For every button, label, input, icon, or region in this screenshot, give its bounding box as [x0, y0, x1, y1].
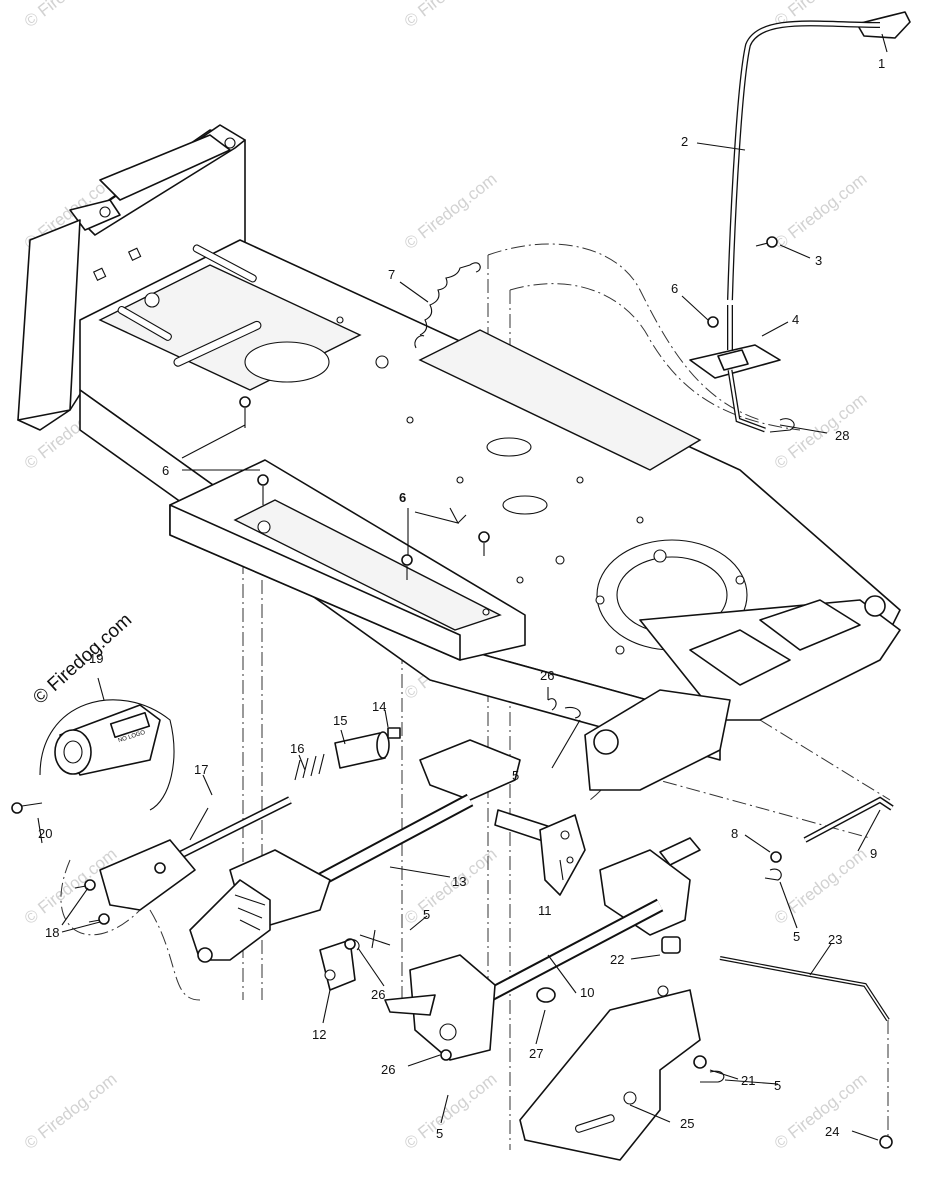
main-frame	[79, 239, 901, 791]
right-side-parts	[344, 698, 894, 1161]
watermark: © Firedog.com	[771, 169, 871, 253]
watermark: © Firedog.com	[401, 1069, 501, 1153]
callout-24: 24	[825, 1124, 839, 1139]
callout-14: 14	[372, 699, 386, 714]
callout-5c: 5	[436, 1126, 443, 1141]
callout-8: 8	[731, 826, 738, 841]
callout-1: 1	[878, 56, 885, 71]
callout-9: 9	[870, 846, 877, 861]
callout-12: 12	[312, 1027, 326, 1042]
pedal-shaft	[189, 739, 561, 991]
callout-19: 19	[89, 651, 103, 666]
watermark: © Firedog.com	[771, 844, 871, 928]
callout-21: 21	[741, 1073, 755, 1088]
callout-5b: 5	[423, 907, 430, 922]
callout-6b: 6	[162, 463, 169, 478]
callout-27: 27	[529, 1046, 543, 1061]
callout-23: 23	[828, 932, 842, 947]
inset-lever-knob: NO LOGO © Firedog.com	[11, 610, 175, 814]
callout-28: 28	[835, 428, 849, 443]
callout-2: 2	[681, 134, 688, 149]
callout-18: 18	[45, 925, 59, 940]
watermark: © Firedog.com	[21, 1069, 121, 1153]
callout-17: 17	[194, 762, 208, 777]
callout-5e: 5	[774, 1078, 781, 1093]
callout-10: 10	[580, 985, 594, 1000]
callout-3: 3	[815, 253, 822, 268]
footrest-plate	[169, 459, 526, 661]
watermark: © Firedog.com	[401, 844, 501, 928]
watermark: © Firedog.com	[771, 1069, 871, 1153]
spring-and-bolts	[239, 262, 490, 580]
shift-lever-assembly	[689, 11, 911, 433]
callout-26: 26	[540, 668, 554, 683]
watermark: © Firedog.com	[401, 169, 501, 253]
callouts: 1 2 3 4 5 6 7 8 9 10 11 12 13 14 15 16 1…	[38, 56, 885, 1141]
rear-seat-bracket	[17, 124, 246, 431]
callout-26c: 26	[381, 1062, 395, 1077]
second-pedal-shaft	[384, 814, 701, 1061]
watermark: © Firedog.com	[401, 0, 501, 31]
callout-16: 16	[290, 741, 304, 756]
callout-6c: 6	[399, 490, 406, 505]
callout-26b: 26	[371, 987, 385, 1002]
inset-watermark: © Firedog.com	[29, 610, 136, 709]
leader-lines	[37, 33, 888, 1141]
watermark: © Firedog.com	[21, 0, 121, 31]
callout-11: 11	[538, 903, 552, 918]
callout-5d: 5	[793, 929, 800, 944]
callout-20: 20	[38, 826, 52, 841]
callout-22: 22	[610, 952, 624, 967]
brake-linkage	[74, 727, 401, 925]
callout-6: 6	[671, 281, 678, 296]
watermark: © Firedog.com	[771, 389, 871, 473]
callout-4: 4	[792, 312, 799, 327]
callout-13: 13	[452, 874, 466, 889]
callout-25: 25	[680, 1116, 694, 1131]
callout-7: 7	[388, 267, 395, 282]
callout-15: 15	[333, 713, 347, 728]
callout-5: 5	[512, 768, 519, 783]
